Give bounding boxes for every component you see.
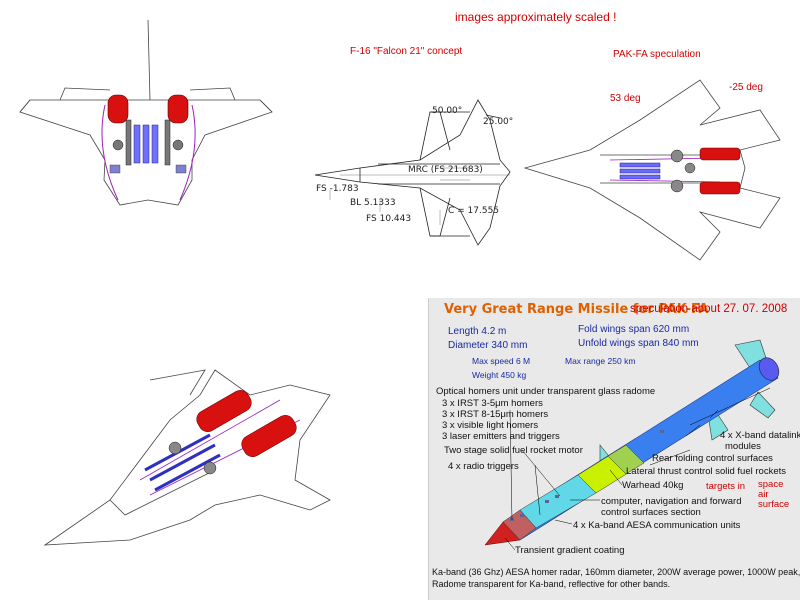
- footer-line-0: Ka-band (36 Ghz) AESA homer radar, 160mm…: [432, 567, 800, 577]
- target-air: air: [758, 489, 769, 500]
- computer-label-1: control surfaces section: [601, 507, 701, 518]
- missile-date: speculation about 27. 07. 2008: [630, 303, 788, 315]
- xband-label-1: modules: [725, 441, 761, 452]
- target-surface: surface: [758, 499, 790, 510]
- spec-fold-span: Fold wings span 620 mm: [578, 324, 690, 335]
- spec-unfold-span: Unfold wings span 840 mm: [578, 338, 699, 349]
- f16-fs1-label: FS -1.783: [316, 184, 359, 194]
- spec-length: Length 4.2 m: [448, 326, 507, 337]
- rear-folding-label: Rear folding control surfaces: [652, 453, 773, 464]
- f16-bl-label: BL 5.1333: [350, 198, 396, 208]
- f16-c-label: C = 17.555: [448, 206, 500, 216]
- optical-line-3: 3 x visible light homers: [442, 420, 539, 431]
- targets-in-label: targets in: [706, 481, 746, 492]
- scale-note: images approximately scaled !: [455, 10, 617, 24]
- motor-label: Two stage solid fuel rocket motor: [444, 445, 583, 456]
- coating-label: Transient gradient coating: [515, 545, 625, 556]
- optical-line-1: 3 x IRST 3-5μm homers: [442, 398, 543, 409]
- f16-fs2-label: FS 10.443: [366, 214, 412, 224]
- spec-weight: Weight 450 kg: [472, 370, 527, 380]
- spec-max-range: Max range 250 km: [565, 356, 636, 366]
- spec-max-speed: Max speed 6 M: [472, 356, 531, 366]
- optical-line-0: Optical homers unit under transparent gl…: [436, 386, 656, 397]
- footer-line-1: Radome transparent for Ka-band, reflecti…: [432, 579, 671, 589]
- warhead-label: Warhead 40kg: [622, 480, 684, 491]
- f16-angle-50: 50.00°: [432, 106, 463, 116]
- optical-line-4: 3 laser emitters and triggers: [442, 431, 560, 442]
- f16-title: F-16 "Falcon 21" concept: [350, 46, 463, 57]
- kaband-units-label: 4 x Ka-band AESA communication units: [573, 520, 741, 531]
- missile-title: Very Great Range Missile for PAK-FA: [444, 302, 709, 317]
- f16-mrc-label: MRC (FS 21.683): [408, 165, 483, 175]
- pakfa-title: PAK-FA speculation: [613, 49, 701, 60]
- f16-angle-25: 25.00°: [483, 117, 514, 127]
- angle-53-label: 53 deg: [610, 93, 641, 104]
- targets-list: space air surface: [758, 480, 789, 510]
- spec-diameter: Diameter 340 mm: [448, 340, 528, 351]
- radio-triggers-label: 4 x radio triggers: [448, 461, 519, 472]
- computer-label-0: computer, navigation and forward: [601, 496, 742, 507]
- target-space: space: [758, 479, 784, 490]
- angle-25-label: -25 deg: [729, 82, 763, 93]
- optical-line-2: 3 x IRST 8-15μm homers: [442, 409, 549, 420]
- xband-label-0: 4 x X-band datalink: [720, 430, 800, 441]
- lateral-thrust-label: Lateral thrust control solid fuel rocket…: [626, 466, 786, 477]
